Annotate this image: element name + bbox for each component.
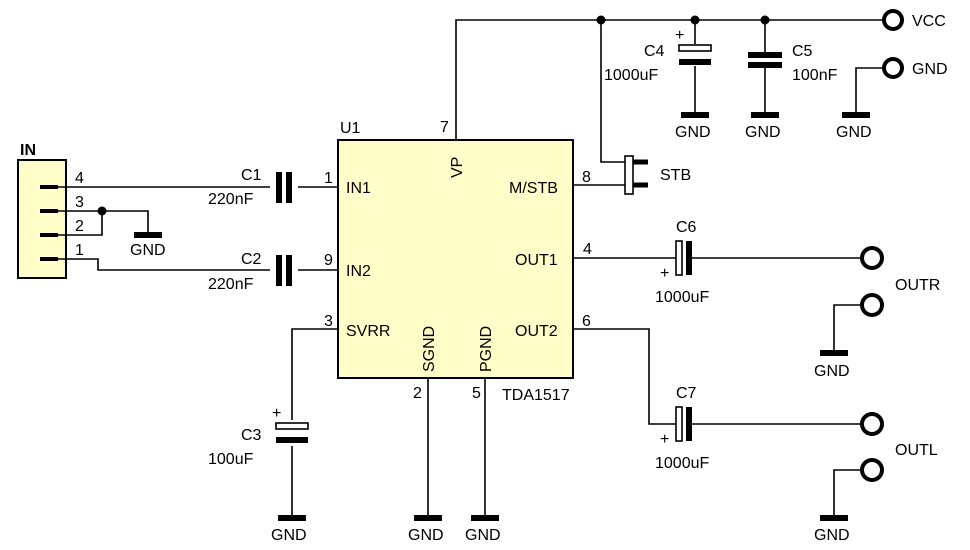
pin-name-vp: VP bbox=[449, 157, 466, 178]
c3-polarity: + bbox=[272, 405, 281, 422]
pin-number-out1: 4 bbox=[583, 241, 592, 258]
c4-ref: C4 bbox=[644, 43, 665, 60]
c7-polarity: + bbox=[660, 431, 669, 448]
input-wiring bbox=[58, 186, 338, 271]
pin-number-mstb: 8 bbox=[582, 169, 591, 186]
vcc-terminal bbox=[882, 9, 904, 31]
connector-pin-3: 3 bbox=[75, 194, 84, 211]
outl-terminal-ground bbox=[860, 458, 884, 482]
c4-plate-positive bbox=[678, 44, 712, 52]
pin-name-mstb: M/STB bbox=[509, 180, 558, 197]
c1-value: 220nF bbox=[208, 191, 254, 208]
c2-value: 220nF bbox=[208, 276, 254, 293]
c3-plate-positive bbox=[275, 422, 309, 430]
vcc-label: VCC bbox=[912, 13, 946, 30]
c4-value: 1000uF bbox=[604, 67, 658, 84]
gnd-terminal bbox=[882, 57, 904, 79]
ground-label: GND bbox=[130, 242, 166, 259]
out2-wiring bbox=[573, 328, 863, 515]
ic-body bbox=[337, 139, 574, 379]
ic-part: TDA1517 bbox=[502, 387, 570, 404]
pin-number-sgnd: 2 bbox=[413, 385, 422, 402]
supply-wiring bbox=[455, 19, 884, 163]
junction-dot bbox=[97, 206, 107, 216]
c3-ground-label: GND bbox=[271, 527, 307, 544]
pin-name-svrr: SVRR bbox=[346, 323, 390, 340]
gnd-terminal-label: GND bbox=[912, 61, 948, 78]
c6-plate-positive bbox=[675, 240, 683, 276]
outr-terminal-signal bbox=[860, 246, 884, 270]
c7-plate-positive bbox=[675, 406, 683, 442]
connector-pin-4: 4 bbox=[75, 170, 84, 187]
pgnd-ground-label: GND bbox=[465, 527, 501, 544]
c7-value: 1000uF bbox=[655, 455, 709, 472]
c3-value: 100uF bbox=[208, 451, 254, 468]
supply-junction-c5 bbox=[760, 15, 770, 25]
outl-ground-label: GND bbox=[814, 527, 850, 544]
outr-label: OUTR bbox=[895, 277, 940, 294]
c3-ref: C3 bbox=[241, 427, 262, 444]
c5-ground-label: GND bbox=[745, 124, 781, 141]
connector-pin-1: 1 bbox=[75, 242, 84, 259]
out1-wiring bbox=[573, 257, 863, 350]
pin-number-svrr: 3 bbox=[324, 313, 333, 330]
c4-polarity: + bbox=[675, 27, 684, 44]
outr-terminal-ground bbox=[860, 293, 884, 317]
pin-name-out1: OUT1 bbox=[515, 252, 558, 269]
gnd-terminal-ground-label: GND bbox=[836, 124, 872, 141]
stb-jumper bbox=[573, 155, 648, 195]
supply-junction-c4 bbox=[690, 15, 700, 25]
pin-name-in2: IN2 bbox=[346, 263, 371, 280]
c6-ref: C6 bbox=[676, 219, 697, 236]
pin-name-out2: OUT2 bbox=[515, 323, 558, 340]
ic-ref: U1 bbox=[340, 120, 361, 137]
sgnd-ground-label: GND bbox=[408, 527, 444, 544]
c7-ref: C7 bbox=[676, 385, 697, 402]
stb-label: STB bbox=[660, 167, 691, 184]
c6-value: 1000uF bbox=[655, 289, 709, 306]
outl-terminal-signal bbox=[860, 412, 884, 436]
pin-number-in1: 1 bbox=[324, 170, 333, 187]
outr-ground-label: GND bbox=[814, 363, 850, 380]
pin-name-in1: IN1 bbox=[346, 180, 371, 197]
pin-name-pgnd: PGND bbox=[478, 326, 495, 372]
connector-pin-2: 2 bbox=[75, 218, 84, 235]
c5-value: 100nF bbox=[792, 67, 838, 84]
svrr-wiring bbox=[291, 328, 486, 515]
input-connector-label: IN bbox=[20, 142, 36, 159]
pin-number-vp: 7 bbox=[440, 119, 449, 136]
pin-number-out2: 6 bbox=[582, 313, 591, 330]
c1-ref: C1 bbox=[241, 167, 262, 184]
c5-ref: C5 bbox=[792, 43, 813, 60]
pin-number-pgnd: 5 bbox=[472, 385, 481, 402]
c2-ref: C2 bbox=[241, 251, 262, 268]
supply-junction-stb bbox=[596, 15, 606, 25]
c4-ground-label: GND bbox=[675, 124, 711, 141]
pin-number-in2: 9 bbox=[324, 252, 333, 269]
c6-polarity: + bbox=[660, 265, 669, 282]
outl-label: OUTL bbox=[895, 442, 938, 459]
pin-name-sgnd: SGND bbox=[421, 326, 438, 372]
connector-pins bbox=[40, 185, 58, 261]
